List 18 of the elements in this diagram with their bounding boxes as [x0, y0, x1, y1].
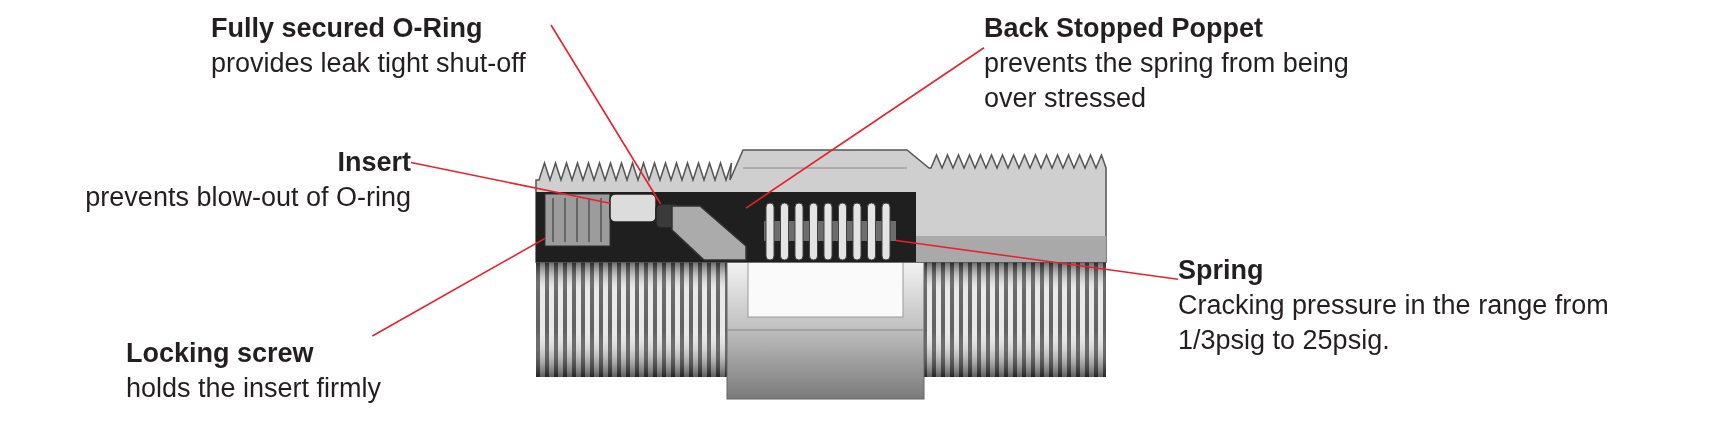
part-description: Cracking pressure in the range from 1/3psig to 25psig. — [1178, 289, 1610, 357]
poppet-part — [671, 205, 747, 261]
part-name: Spring — [1178, 254, 1265, 287]
spring-part — [764, 202, 896, 261]
leader-line — [895, 239, 1179, 281]
leader-line — [371, 237, 546, 337]
part-name: Locking screw — [126, 337, 315, 370]
part-description: holds the insert firmly — [126, 372, 383, 405]
part-description: prevents the spring from being over stressed — [984, 47, 1349, 115]
leader-line — [745, 46, 985, 209]
locking-screw-part — [544, 193, 611, 247]
part-name: Fully secured O-Ring — [211, 12, 484, 45]
part-description: prevents blow-out of O-ring — [84, 181, 411, 214]
leader-line — [410, 161, 611, 205]
part-name: Insert — [336, 146, 411, 179]
part-description: provides leak tight shut-off — [211, 47, 527, 80]
part-name: Back Stopped Poppet — [984, 12, 1265, 45]
insert-part — [609, 193, 657, 223]
